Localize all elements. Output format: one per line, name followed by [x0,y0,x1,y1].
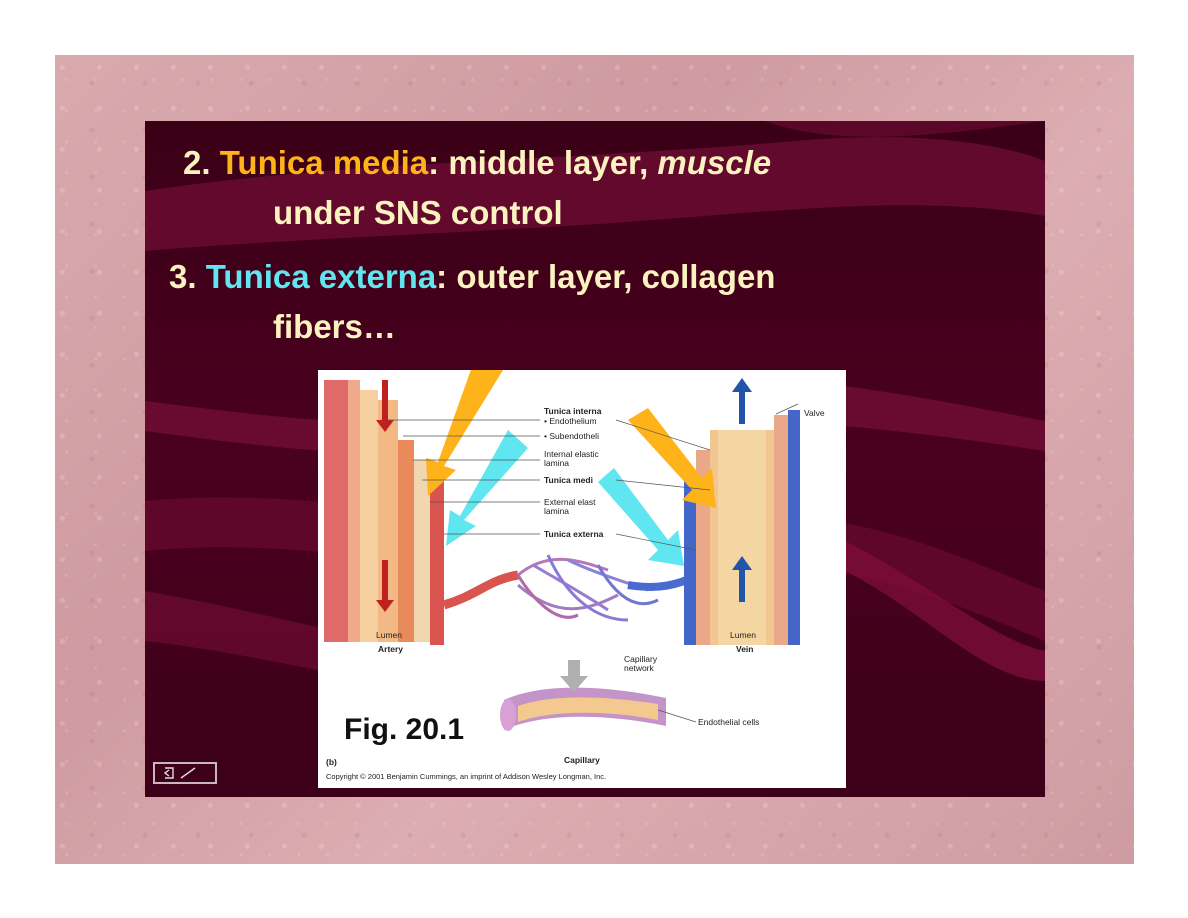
label-lumen-vein: Lumen [730,630,756,640]
label-panel-b: (b) [326,757,337,767]
label-valve: Valve [804,408,825,418]
label-capillary: Capillary [564,755,600,765]
label-tunica-media: Tunica medi [544,475,593,485]
return-arrow-icon[interactable] [153,762,217,784]
label-tunica-externa: Tunica externa [544,529,604,539]
point-3-number: 3. [169,258,197,295]
point-2-number: 2. [183,144,211,181]
blood-vessel-figure: Tunica interna • Endothelium • Subendoth… [318,370,846,788]
point-3-text: : outer layer, collagen [436,258,776,295]
point-3-term: Tunica externa [205,258,437,295]
label-endothelium: • Endothelium [544,416,597,426]
label-capillary-network-1: Capillary [624,654,658,664]
point-2-emphasis: muscle [657,144,772,181]
label-internal-elastic: Internal elastic [544,449,599,459]
label-tunica-interna: Tunica interna [544,406,602,416]
point-3-line-1: 3. Tunica externa: outer layer, collagen [169,257,775,297]
label-capillary-network-2: network [624,663,654,673]
label-lamina-2: lamina [544,506,570,516]
label-endothelial-cells: Endothelial cells [698,717,760,727]
point-2-line-1: 2. Tunica media: middle layer, muscle [183,143,771,183]
label-subendothelial: • Subendotheli [544,431,599,441]
label-lamina-1: lamina [544,458,570,468]
point-2-line-2: under SNS control [273,194,563,231]
capillary-network-drawing [442,554,700,622]
artery-drawing [324,380,444,645]
annotation-arrows [426,370,716,566]
label-external-elastic: External elast [544,497,596,507]
vein-drawing [684,378,800,645]
vessel-illustration [324,370,800,731]
label-artery: Artery [378,644,404,654]
slide: 2. Tunica media: middle layer, muscle un… [145,121,1045,797]
label-lumen-artery: Lumen [376,630,402,640]
copyright-text: Copyright © 2001 Benjamin Cummings, an i… [326,772,607,781]
point-2-text: : middle layer, [428,144,658,181]
figure-number: Fig. 20.1 [344,713,465,746]
point-2-term: Tunica media [219,144,429,181]
label-vein: Vein [736,644,754,654]
capillary-drawing [500,660,666,731]
point-3-line-2: fibers… [273,308,396,345]
